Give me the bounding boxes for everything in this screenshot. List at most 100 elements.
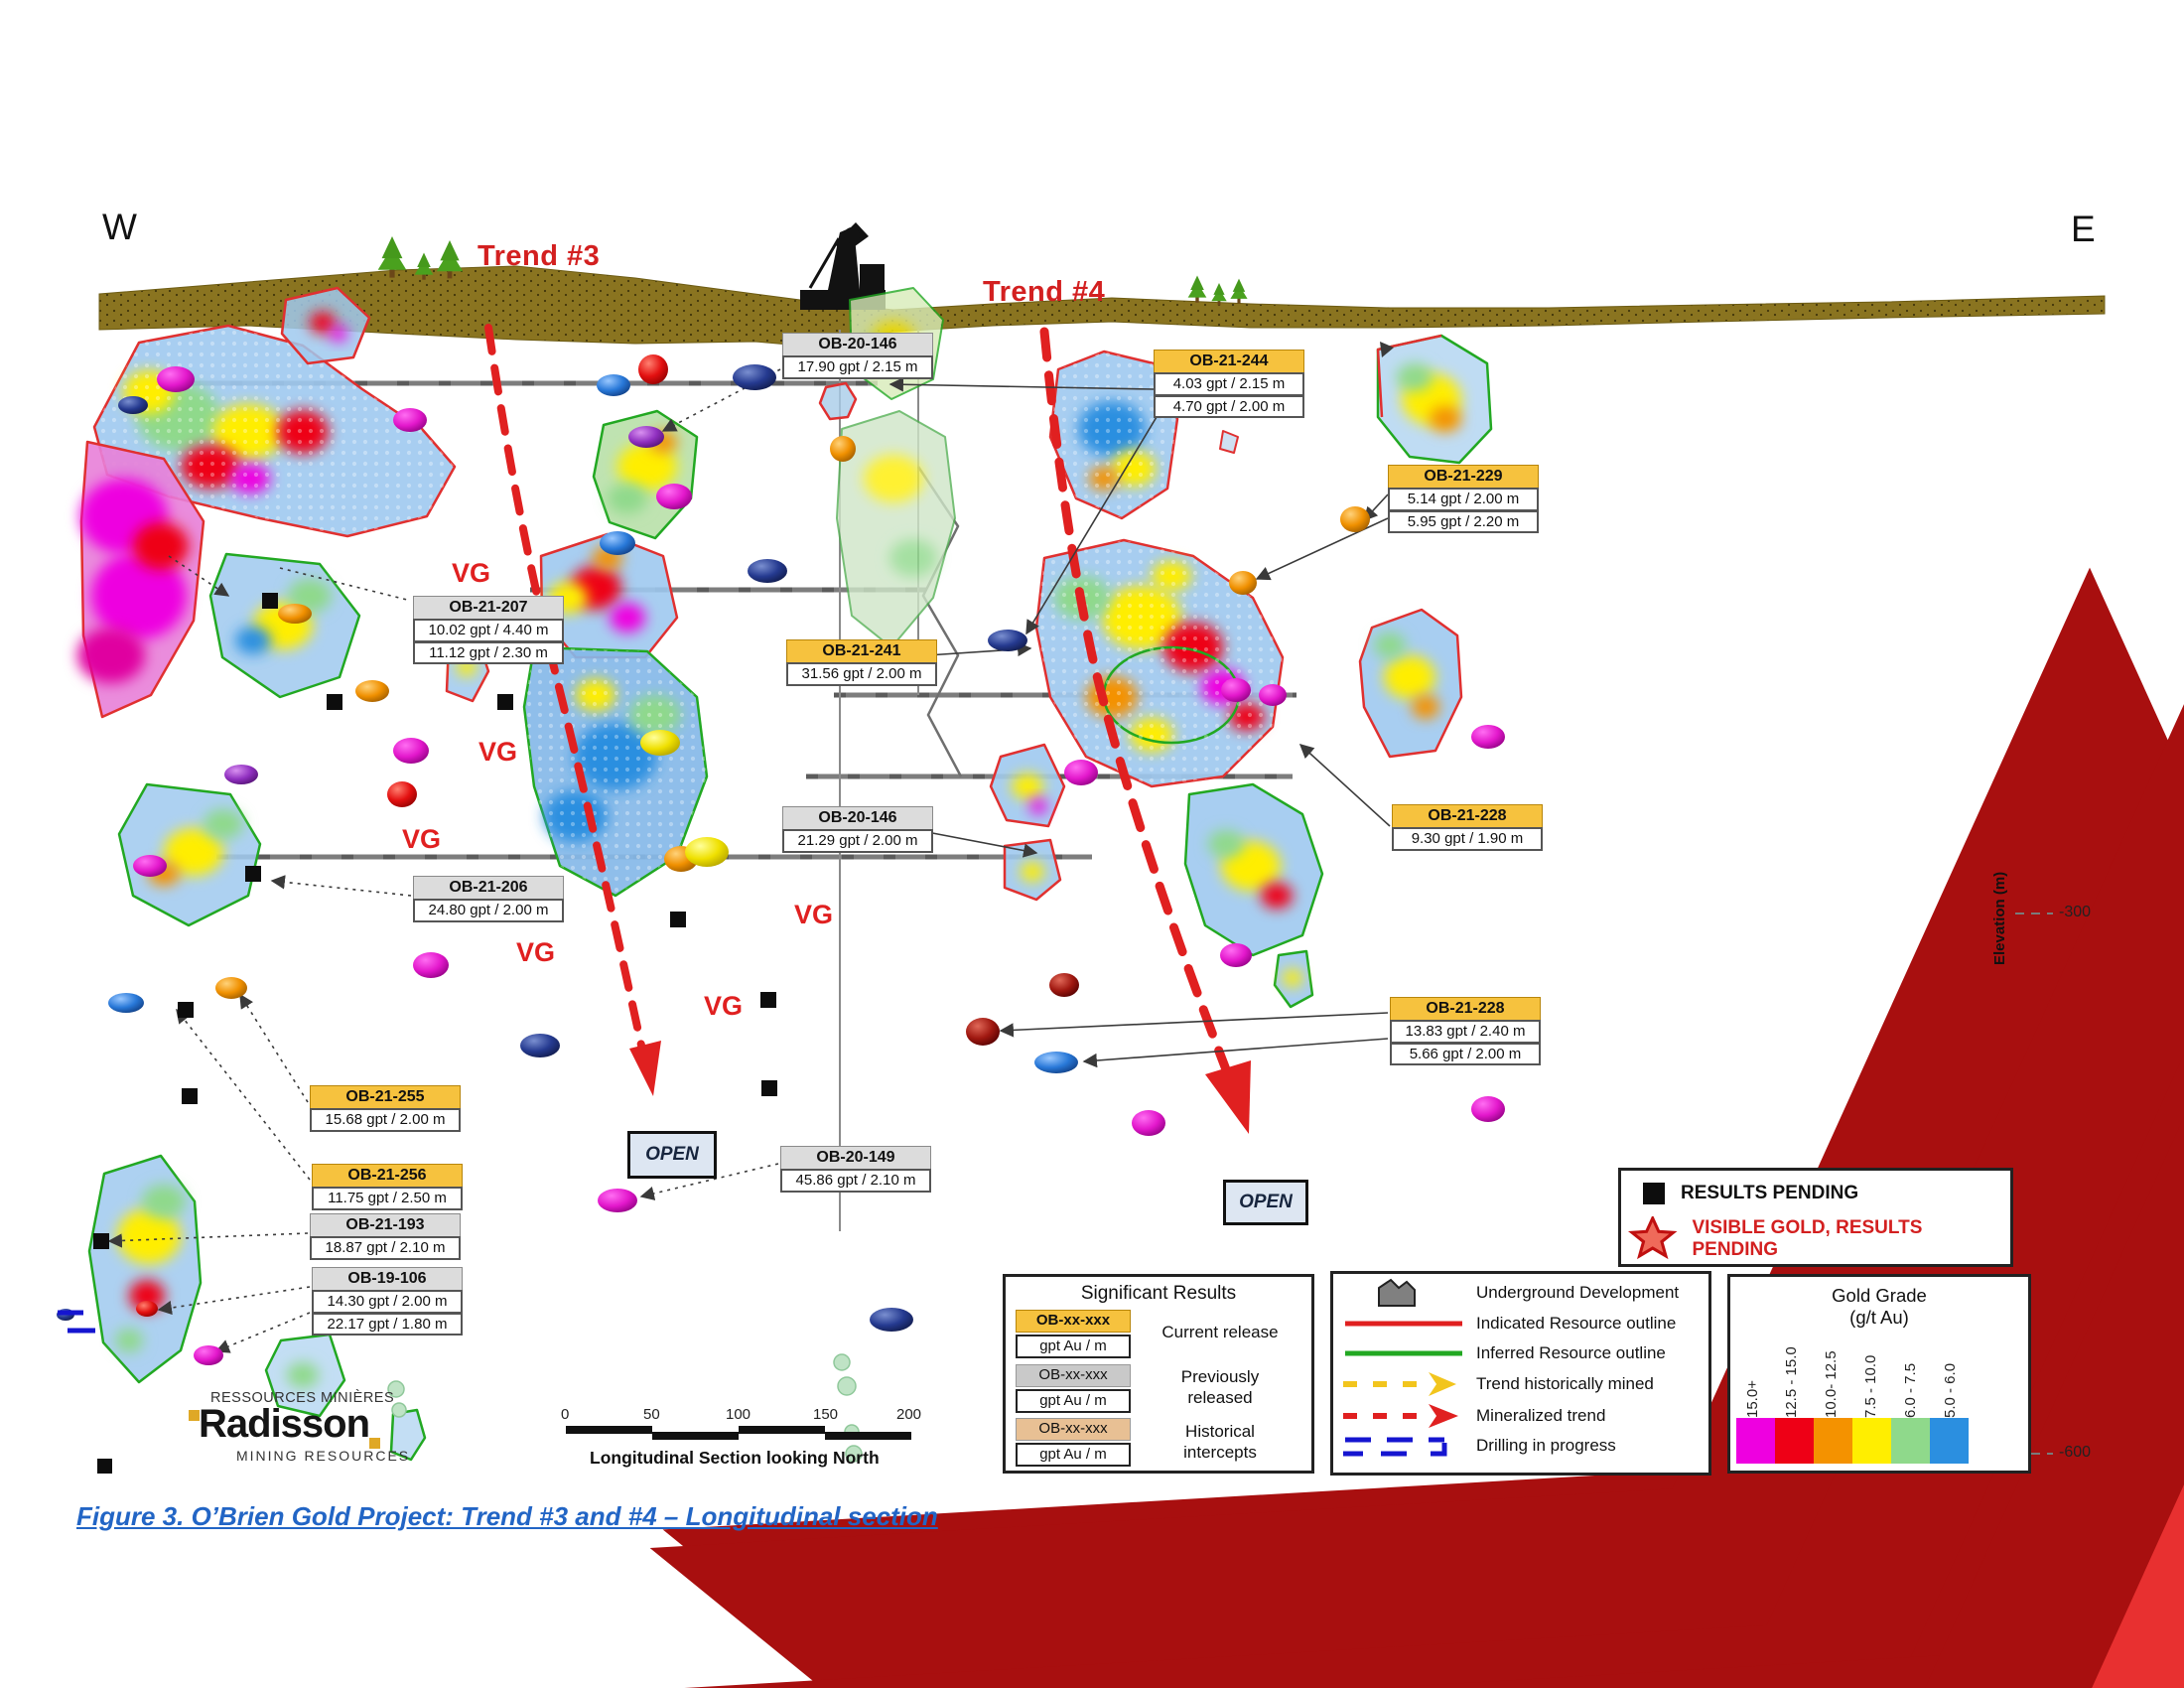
callout-header: OB-21-228	[1390, 997, 1541, 1022]
callout-value: 14.30 gpt / 2.00 m	[312, 1290, 463, 1314]
callout-value: 17.90 gpt / 2.15 m	[782, 355, 933, 379]
blob-trend4-top	[1048, 350, 1179, 520]
trend4-arrowhead	[1205, 1060, 1251, 1134]
mini-header: OB-xx-xxx	[1016, 1418, 1131, 1441]
callout-ob-20-146-b: OB-20-146 21.29 gpt / 2.00 m	[782, 806, 933, 853]
callout-value: 18.87 gpt / 2.10 m	[310, 1236, 461, 1260]
scale-bar-segments	[566, 1426, 911, 1440]
callout-ob-19-106: OB-19-106 14.30 gpt / 2.00 m 22.17 gpt /…	[312, 1267, 463, 1336]
vg-label: VG	[478, 737, 518, 767]
drilling-in-progress-icon	[1343, 1437, 1447, 1457]
grade-bin-label: 5.0 - 6.0	[1942, 1362, 1959, 1418]
mini-unit: gpt Au / m	[1016, 1334, 1131, 1358]
results-pending-squares	[93, 593, 777, 1474]
logo-bottom-line: MINING RESOURCES	[236, 1448, 411, 1464]
callout-value: 11.12 gpt / 2.30 m	[413, 640, 564, 664]
grade-bin-label: 12.5 - 15.0	[1783, 1346, 1800, 1418]
callout-ob-21-207: OB-21-207 10.02 gpt / 4.40 m 11.12 gpt /…	[413, 596, 564, 664]
legend-row-drilling: Drilling in progress	[1341, 1431, 1616, 1461]
callout-value: 11.75 gpt / 2.50 m	[312, 1187, 463, 1210]
east-label: E	[2071, 209, 2096, 249]
trend3-label: Trend #3	[478, 240, 601, 272]
callout-ob-21-241: OB-21-241 31.56 gpt / 2.00 m	[786, 639, 937, 686]
callout-header: OB-21-256	[312, 1164, 463, 1189]
scale-caption: Longitudinal Section looking North	[590, 1448, 880, 1468]
legend-label: Drilling in progress	[1476, 1436, 1616, 1455]
trend-historically-mined-icon	[1343, 1372, 1456, 1396]
legend-label: Trend historically mined	[1476, 1374, 1654, 1393]
inferred-outline-icon	[1345, 1350, 1462, 1356]
callout-header: OB-20-146	[782, 806, 933, 831]
mine-headframe-icon	[800, 222, 886, 310]
grade-bin-label: 7.5 - 10.0	[1862, 1354, 1879, 1418]
callout-value: 9.30 gpt / 1.90 m	[1392, 827, 1543, 851]
callout-ob-21-228-b: OB-21-228 13.83 gpt / 2.40 m 5.66 gpt / …	[1390, 997, 1541, 1065]
callout-header: OB-21-255	[310, 1085, 461, 1110]
callout-ob-21-256: OB-21-256 11.75 gpt / 2.50 m	[312, 1164, 463, 1210]
callout-header: OB-20-146	[782, 333, 933, 357]
trend4-dashed-line	[1039, 327, 1234, 1082]
elevation-axis-label: Elevation (m)	[1991, 871, 2008, 965]
sig-label-current: Current release	[1161, 1323, 1279, 1341]
gold-grade-legend: Gold Grade (g/t Au) 15.0+ 12.5 - 15.0 10…	[1727, 1274, 2031, 1474]
callout-value: 15.68 gpt / 2.00 m	[310, 1108, 461, 1132]
vg-label: VG	[452, 558, 491, 588]
mini-unit: gpt Au / m	[1016, 1442, 1131, 1467]
blob-trend4-left-small	[989, 743, 1066, 902]
blob-center-upper-red	[539, 532, 679, 659]
blob-left-bottom-green	[117, 782, 262, 927]
blob-left-magenta-core	[77, 440, 205, 719]
mineralized-trend-icon	[1343, 1404, 1458, 1428]
callout-header: OB-21-244	[1154, 350, 1304, 374]
logo-wordmark: Radisson	[199, 1402, 370, 1446]
open-box-trend4: OPEN	[1223, 1180, 1308, 1225]
scale-tick: 200	[896, 1406, 922, 1423]
blob-trend4-main	[1034, 538, 1285, 788]
grade-bin-label: 10.0- 12.5	[1823, 1350, 1840, 1418]
callout-header: OB-21-241	[786, 639, 937, 664]
callout-ob-20-149: OB-20-149 45.86 gpt / 2.10 m	[780, 1146, 931, 1193]
callout-ob-21-206: OB-21-206 24.80 gpt / 2.00 m	[413, 876, 564, 922]
callout-value: 31.56 gpt / 2.00 m	[786, 662, 937, 686]
callout-connectors	[107, 342, 1394, 1353]
blob-shaft-tiny-red	[818, 381, 858, 421]
significant-results-legend: Significant Results OB-xx-xxx gpt Au / m…	[1003, 1274, 1314, 1474]
vg-label: VG	[516, 937, 556, 967]
mini-callout-previous: OB-xx-xxx gpt Au / m	[1016, 1364, 1131, 1413]
indicated-outline-icon	[1345, 1321, 1462, 1327]
underground-development-icon	[1378, 1278, 1416, 1307]
mini-callout-current: OB-xx-xxx gpt Au / m	[1016, 1310, 1131, 1358]
blob-center-blue-mass	[522, 645, 709, 898]
callout-value: 10.02 gpt / 4.40 m	[413, 619, 564, 642]
gold-grade-title: Gold Grade (g/t Au)	[1730, 1285, 2028, 1329]
significant-results-title: Significant Results	[1080, 1283, 1237, 1304]
legend-row-underground: Underground Development	[1341, 1276, 1679, 1310]
blob-far-right-mid	[1358, 608, 1463, 759]
legend-label: Mineralized trend	[1476, 1406, 1606, 1425]
logo-gold-accent	[369, 1438, 380, 1449]
scale-tick: 150	[813, 1406, 839, 1423]
blob-small-top	[280, 286, 371, 365]
scale-tick: 0	[561, 1406, 570, 1423]
sig-label-historical: Historical intercepts	[1183, 1422, 1257, 1463]
scale-tick: 100	[726, 1406, 751, 1423]
callout-header: OB-19-106	[312, 1267, 463, 1292]
legend-row-historic-trend: Trend historically mined	[1341, 1369, 1654, 1399]
open-box-trend3: OPEN	[627, 1131, 717, 1179]
callout-header: OB-21-206	[413, 876, 564, 901]
callout-value: 22.17 gpt / 1.80 m	[312, 1312, 463, 1336]
callout-value: 5.95 gpt / 2.20 m	[1388, 509, 1539, 533]
callout-value: 24.80 gpt / 2.00 m	[413, 899, 564, 922]
callout-value: 4.70 gpt / 2.00 m	[1154, 394, 1304, 418]
grade-swatch	[1852, 1418, 1891, 1464]
callout-header: OB-21-229	[1388, 465, 1539, 490]
sig-label-previous: Previously released	[1180, 1367, 1260, 1408]
callout-ob-21-244: OB-21-244 4.03 gpt / 2.15 m 4.70 gpt / 2…	[1154, 350, 1304, 418]
callout-header: OB-21-207	[413, 596, 564, 621]
results-pending-label: RESULTS PENDING	[1681, 1183, 1859, 1203]
map-symbol-legend: Underground Development Indicated Resour…	[1330, 1271, 1711, 1476]
visible-gold-stars	[848, 572, 2184, 1688]
west-label: W	[102, 207, 137, 247]
legend-label: Indicated Resource outline	[1476, 1314, 1677, 1333]
